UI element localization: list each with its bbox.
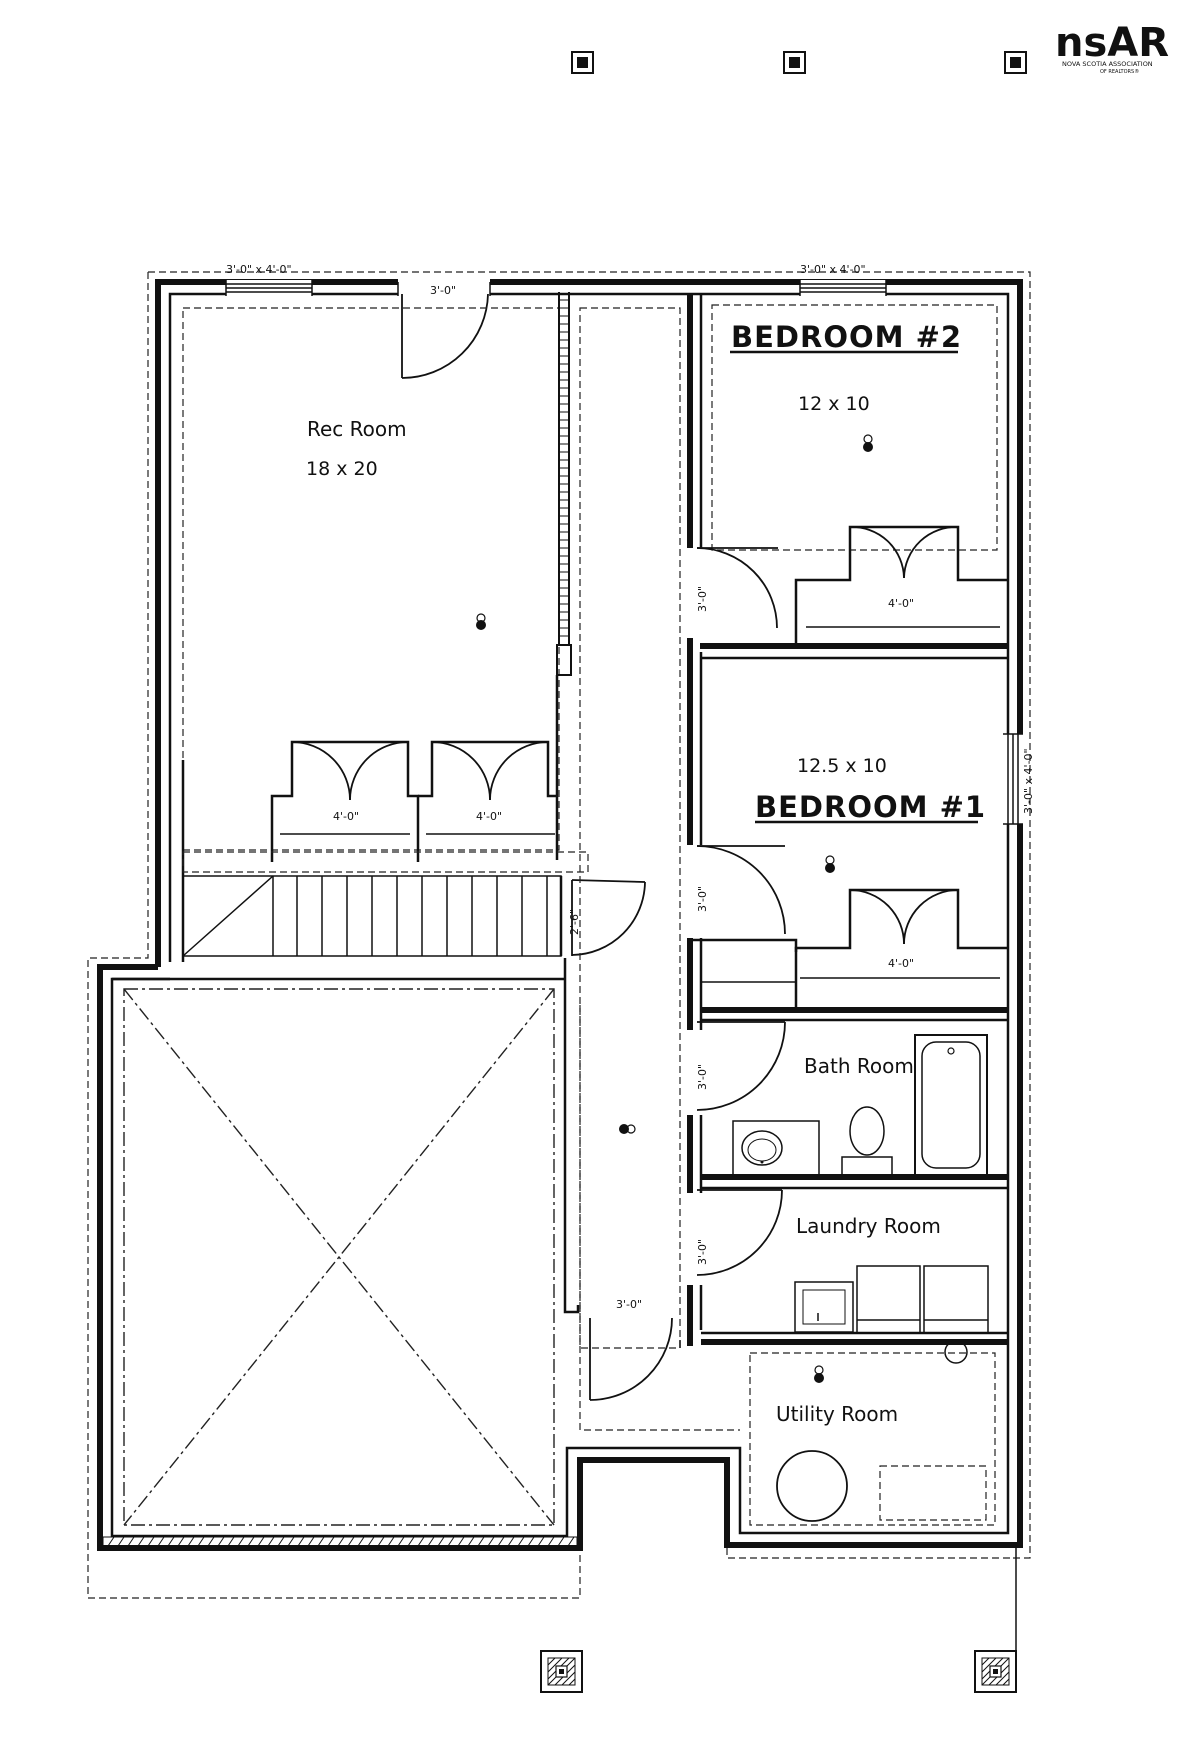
bath-door[interactable] [696,1021,786,1111]
closet-bed2-dim: 4'-0" [888,597,914,610]
closet-rec-right-dim: 4'-0" [476,810,502,823]
window-right-dim: 3'-0" x 4'-0" [1022,748,1035,814]
ceiling-light-icon [863,434,873,452]
window-top-left [225,280,313,296]
exterior-walls [97,279,1023,1551]
utility-room-name: Utility Room [776,1402,898,1426]
bedroom1-size: 12.5 x 10 [797,755,887,777]
rec-closet-right[interactable] [418,740,558,835]
ceiling-light-icon [825,855,835,873]
bedroom2-name: BEDROOM #2 [731,320,962,354]
door-utility-dim: 3'-0" [616,1298,642,1311]
garage-base-hatch [102,1536,578,1547]
bedroom2-outline [711,304,998,551]
bedroom1-door[interactable] [696,845,786,935]
furnace-outline [879,1465,987,1521]
bedroom2-closet[interactable] [700,525,1008,649]
stair-icon [182,851,589,957]
frame-icon [571,51,594,74]
ceiling-light-icon [814,1365,824,1383]
bedroom1-closet[interactable] [690,888,1008,1013]
floor-drain-icon [944,1340,968,1364]
bedroom1-name: BEDROOM #1 [755,790,986,824]
utility-room [679,1340,996,1526]
sink-icon [732,1120,820,1177]
window-right [1003,733,1023,825]
rec-room-top-door[interactable] [397,279,491,379]
sink-icon [794,1281,854,1333]
door-stair-dim: 2'-6" [568,909,581,935]
closet-rec-left-dim: 4'-0" [333,810,359,823]
water-heater-icon [776,1450,848,1522]
rec-room-size: 18 x 20 [306,458,378,480]
window-top-right-dim: 3'-0" x 4'-0" [800,263,866,276]
bedroom2-door[interactable] [696,547,778,629]
door-bath-dim: 3'-0" [696,1064,709,1090]
closet-bed1-dim: 4'-0" [888,957,914,970]
window-top-left-dim: 3'-0" x 4'-0" [226,263,292,276]
bath-room-name: Bath Room [804,1054,914,1078]
frame-icon [783,51,806,74]
logo-subtitle-1: NOVA SCOTIA ASSOCIATION [1062,60,1153,68]
frame-icon [1004,51,1027,74]
dryer-icon [923,1265,989,1334]
foundation-outline [87,271,1031,1599]
ceiling-light-icon [619,1124,636,1134]
logo-mark: nsAR [1055,20,1169,66]
bedroom2-size: 12 x 10 [798,393,870,415]
door-bed1-dim: 3'-0" [696,886,709,912]
garage-area [112,958,580,1526]
bath-room [701,1018,1008,1190]
utility-door[interactable] [589,1317,673,1401]
nsar-logo: nsAR NOVA SCOTIA ASSOCIATION OF REALTORS… [1055,20,1169,75]
toilet-icon [841,1106,893,1177]
right-partition-walls [687,294,703,1346]
window-top-right [799,280,887,296]
rec-closet-left[interactable] [270,740,420,862]
washer-icon [856,1265,921,1334]
door-bed2-dim: 3'-0" [696,586,709,612]
rec-room-name: Rec Room [307,417,407,441]
column-footing-icon [540,1650,583,1693]
ceiling-light-icon [476,613,486,630]
logo-subtitle-2: OF REALTORS® [1100,68,1139,75]
door-rec-top-dim: 3'-0" [430,284,456,297]
laundry-door[interactable] [696,1189,783,1276]
column-footing-icon [974,1650,1017,1693]
bathtub-icon [914,1034,988,1176]
rec-room-railing [555,292,572,860]
hallway [579,307,740,1431]
laundry-walls [701,1331,1008,1345]
rec-room-outline [182,307,560,851]
laundry-room-name: Laundry Room [796,1214,941,1238]
door-laundry-dim: 3'-0" [696,1239,709,1265]
stair-door[interactable] [559,876,646,956]
